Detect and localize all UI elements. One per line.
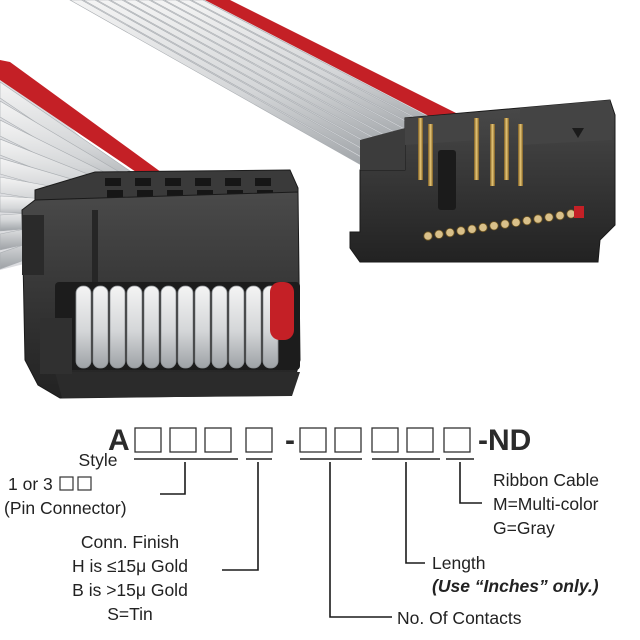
label-cable: Ribbon Cable M=Multi-color G=Gray [493, 470, 599, 538]
style-line1: 1 or 3 [8, 474, 53, 494]
style-line2: (Pin Connector) [4, 498, 127, 518]
contact-point [434, 229, 444, 239]
finish-s-line: S=Tin [107, 604, 153, 624]
style-title: Style [79, 450, 118, 470]
contact-point [423, 231, 433, 241]
cable-loop [211, 285, 228, 369]
part-separator: - [285, 424, 295, 457]
cable-loop [143, 285, 160, 369]
cable-loop [126, 285, 143, 369]
cable-loop [160, 285, 177, 369]
gold-pin [504, 118, 509, 180]
gold-pin [518, 124, 523, 186]
socket-hole [197, 190, 213, 198]
contacts-title: No. Of Contacts [397, 608, 522, 628]
part-code-box [443, 427, 471, 453]
leader-cable [459, 462, 482, 504]
part-suffix: -ND [478, 424, 531, 457]
cable-assembly-illustration [0, 0, 616, 399]
cable-loop [177, 285, 194, 369]
finish-title: Conn. Finish [81, 532, 179, 552]
leader-contacts [329, 462, 392, 618]
part-code-box [334, 427, 362, 453]
socket-hole [105, 178, 121, 186]
ribbon-cable-upper [69, 0, 470, 171]
red-stripe-left [0, 60, 165, 190]
style-box-2 [77, 476, 92, 491]
length-title: Length [432, 553, 486, 573]
style-box-1 [59, 476, 74, 491]
part-code-box [299, 427, 327, 453]
part-code-box [371, 427, 399, 453]
label-style: Style 1 or 3 (Pin Connector) [4, 450, 127, 518]
label-finish: Conn. Finish H is ≤15μ Gold B is >15μ Go… [72, 532, 188, 624]
socket-hole [255, 178, 271, 186]
cable-m-line: M=Multi-color [493, 494, 599, 514]
leader-length [405, 462, 425, 564]
gold-pin [474, 118, 479, 180]
part-code-box [406, 427, 434, 453]
contact-point [555, 211, 565, 221]
cable-title: Ribbon Cable [493, 470, 599, 490]
socket-hole [135, 178, 151, 186]
leader-style [160, 462, 186, 495]
contact-point [511, 217, 521, 227]
contact-point [489, 221, 499, 231]
cable-g-line: G=Gray [493, 518, 555, 538]
finish-b-line: B is >15μ Gold [72, 580, 188, 600]
contact-point [467, 224, 477, 234]
contact-point [445, 228, 455, 238]
contact-point [522, 216, 532, 226]
cable-loop [92, 285, 109, 369]
length-note: (Use “Inches” only.) [432, 576, 599, 596]
finish-h-line: H is ≤15μ Gold [72, 556, 188, 576]
socket-hole [195, 178, 211, 186]
socket-hole [107, 190, 123, 198]
contact-point [456, 226, 466, 236]
part-code-box [134, 427, 162, 453]
cable-loop [228, 285, 245, 369]
cable-loop [75, 285, 92, 369]
socket-hole [165, 178, 181, 186]
socket-hole [167, 190, 183, 198]
label-contacts: No. Of Contacts [397, 608, 522, 628]
cable-loop [194, 285, 211, 369]
pin-header-connector [349, 99, 616, 263]
idc-socket-connector [21, 169, 301, 399]
part-code-box [204, 427, 232, 453]
socket-hole [225, 178, 241, 186]
label-length: Length (Use “Inches” only.) [432, 553, 599, 596]
contact-point [500, 219, 510, 229]
leader-finish [222, 462, 259, 571]
socket-hole [137, 190, 153, 198]
cable-loop [109, 285, 126, 369]
part-code-box [169, 427, 197, 453]
gold-pin [418, 118, 423, 180]
contact-point [533, 214, 543, 224]
gold-pin [490, 124, 495, 186]
red-stripe-upper [205, 0, 470, 128]
part-prefix: A [108, 424, 130, 457]
cable-loop [245, 285, 262, 369]
part-code-box [245, 427, 273, 453]
gold-pin [428, 124, 433, 186]
part-number: A - -ND [108, 424, 531, 460]
pin1-triangle-marker [572, 128, 584, 138]
contact-point [544, 212, 554, 222]
contact-point [478, 222, 488, 233]
contact-point [566, 209, 576, 219]
leader-lines [160, 462, 482, 618]
